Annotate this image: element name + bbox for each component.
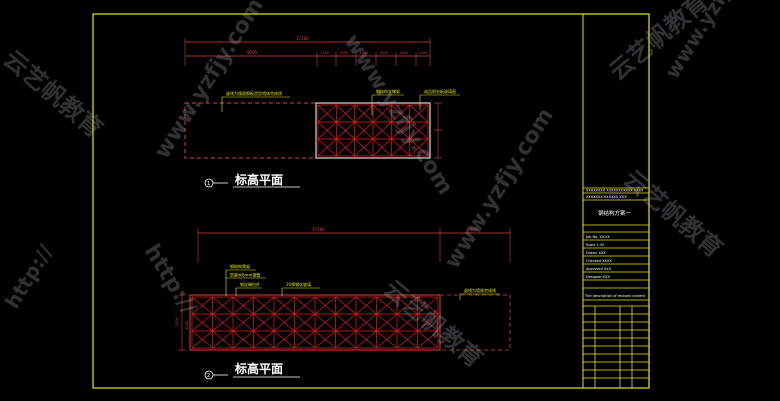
bottom-lattice-member-42: [273, 296, 295, 315]
top-lattice-member-24: [354, 104, 374, 123]
bottom-lattice: [191, 296, 439, 349]
bottom-lattice-member-22: [191, 330, 213, 349]
top-title: 标高平面: [234, 172, 283, 187]
bottom-lattice-member-52: [294, 330, 316, 349]
top-lattice-member-42: [409, 104, 429, 123]
title-block-description: The description of revised content: [584, 294, 646, 298]
bottom-lattice-member-36: [253, 296, 275, 315]
bottom-note-a: 钢结构骨架: [230, 263, 250, 269]
top-dimension-left: 8095: [247, 50, 258, 55]
top-note-left: 虚线为镜面钢板造型墙体完成线: [226, 90, 282, 96]
bottom-lattice-member-24: [212, 296, 234, 315]
top-elevation: 17280 8095 1200 1200 1200 1200 1200 1200…: [184, 36, 460, 188]
bottom-lattice-member-64: [335, 330, 357, 349]
top-note-right1: 钢结构支撑架: [376, 88, 400, 94]
bottom-note-c: 钢丝绳拉杆: [240, 281, 260, 287]
top-lattice-member-16: [317, 138, 337, 157]
bottom-lattice-member-82: [396, 330, 418, 349]
bottom-lattice-member-60: [335, 296, 357, 315]
bottom-lattice-member-58: [314, 330, 336, 349]
bottom-height-label-1: 1200: [185, 321, 189, 330]
title-block-project: 钢结构方案一: [598, 209, 632, 217]
bottom-lattice-member-66: [355, 296, 377, 315]
bottom-lattice-member-28: [212, 330, 234, 349]
top-lattice-member-38: [391, 121, 410, 140]
title-block-field-0: Job No. XX-XX: [585, 235, 611, 239]
bottom-lattice-member-38: [253, 313, 275, 332]
bottom-note-d: 10厚钢化玻璃: [286, 281, 311, 287]
bottom-lattice-member-32: [232, 313, 254, 332]
top-lattice: [317, 104, 429, 157]
top-lattice-member-28: [354, 138, 374, 157]
top-dimension-seg-0: 1200: [320, 51, 329, 55]
bottom-lattice-member-76: [376, 330, 398, 349]
top-note-right2: 成品阳光板玻璃面: [424, 88, 456, 94]
bottom-lattice-member-80: [396, 313, 418, 332]
top-dimension-seg-2: 1200: [359, 51, 368, 55]
bottom-dimension-left: 17280: [312, 227, 325, 232]
title-block-field-2: Drawn XXX: [586, 251, 606, 255]
bottom-lattice-member-86: [417, 313, 439, 332]
top-dimension-seg-3: 1200: [379, 51, 388, 55]
bottom-lattice-member-26: [212, 313, 234, 332]
bottom-lattice-member-88: [417, 330, 439, 349]
top-dimension-seg-5: 1200: [418, 51, 427, 55]
top-lattice-member-44: [409, 121, 429, 140]
bottom-lattice-member-56: [314, 313, 336, 332]
bottom-lattice-member-78: [396, 296, 418, 315]
bottom-marker-number: 2: [207, 373, 210, 379]
bottom-lattice-member-74: [376, 313, 398, 332]
title-block-header1: XXXXXXXX XXXXXXXXXXX XXXX: [586, 189, 644, 193]
top-lattice-member-30: [372, 104, 392, 123]
top-lattice-member-34: [372, 138, 392, 157]
top-lattice-member-32: [372, 121, 392, 140]
bottom-lattice-member-44: [273, 313, 295, 332]
top-dimension-seg-4: 1200: [399, 51, 408, 55]
title-block: XXXXXXXX XXXXXXXXXXX XXXX XXXXXXX XXXXXX…: [582, 13, 650, 389]
top-lattice-member-14: [317, 121, 337, 140]
bottom-lattice-member-48: [294, 296, 316, 315]
top-lattice-member-40: [391, 138, 410, 157]
bottom-elevation: 17280 8420 2300 1200 钢结构骨架 防腐木6mm钢管 钢丝绳拉…: [175, 227, 511, 380]
top-lattice-member-12: [317, 104, 337, 123]
bottom-lattice-member-84: [417, 296, 439, 315]
bottom-panel-frame: [189, 294, 441, 351]
top-panel-frame: [315, 102, 431, 159]
top-lattice-member-22: [336, 138, 355, 157]
bottom-lattice-member-54: [314, 296, 336, 315]
bottom-dimension-right: 8420: [467, 227, 478, 232]
bottom-lattice-member-30: [232, 296, 254, 315]
title-block-field-4: Approved XXX: [586, 267, 612, 271]
bottom-lattice-member-46: [273, 330, 295, 349]
bottom-title: 标高平面: [234, 361, 283, 376]
bottom-lattice-member-72: [376, 296, 398, 315]
top-lattice-member-20: [336, 121, 355, 140]
title-block-field-3: Checked XXXX: [586, 259, 612, 263]
top-lattice-member-36: [391, 104, 410, 123]
bottom-lattice-member-62: [335, 313, 357, 332]
top-dashed-outline: [184, 102, 317, 159]
top-dimension-total: 17280: [296, 36, 309, 41]
title-block-field-1: Scale 1:50: [586, 243, 604, 247]
bottom-lattice-member-20: [191, 313, 213, 332]
bottom-note-right: 虚线为墙体完成线: [464, 287, 496, 293]
top-lattice-member-26: [354, 121, 374, 140]
bottom-lattice-member-40: [253, 330, 275, 349]
title-block-field-5: Designer XXX: [586, 275, 611, 279]
bottom-lattice-member-70: [355, 330, 377, 349]
bottom-lattice-member-50: [294, 313, 316, 332]
title-block-header2: XXXXXXX XXXXXX XXX: [586, 195, 627, 199]
bottom-note-b: 防腐木6mm钢管: [230, 272, 260, 278]
bottom-dashed-outline: [439, 294, 511, 351]
top-dimension-seg-1: 1200: [339, 51, 348, 55]
top-lattice-member-18: [336, 104, 355, 123]
top-marker-number: 1: [207, 181, 210, 187]
bottom-lattice-member-34: [232, 330, 254, 349]
bottom-lattice-member-18: [191, 296, 213, 315]
bottom-height-label-0: 2300: [175, 317, 179, 326]
top-lattice-member-46: [409, 138, 429, 157]
bottom-lattice-member-68: [355, 313, 377, 332]
